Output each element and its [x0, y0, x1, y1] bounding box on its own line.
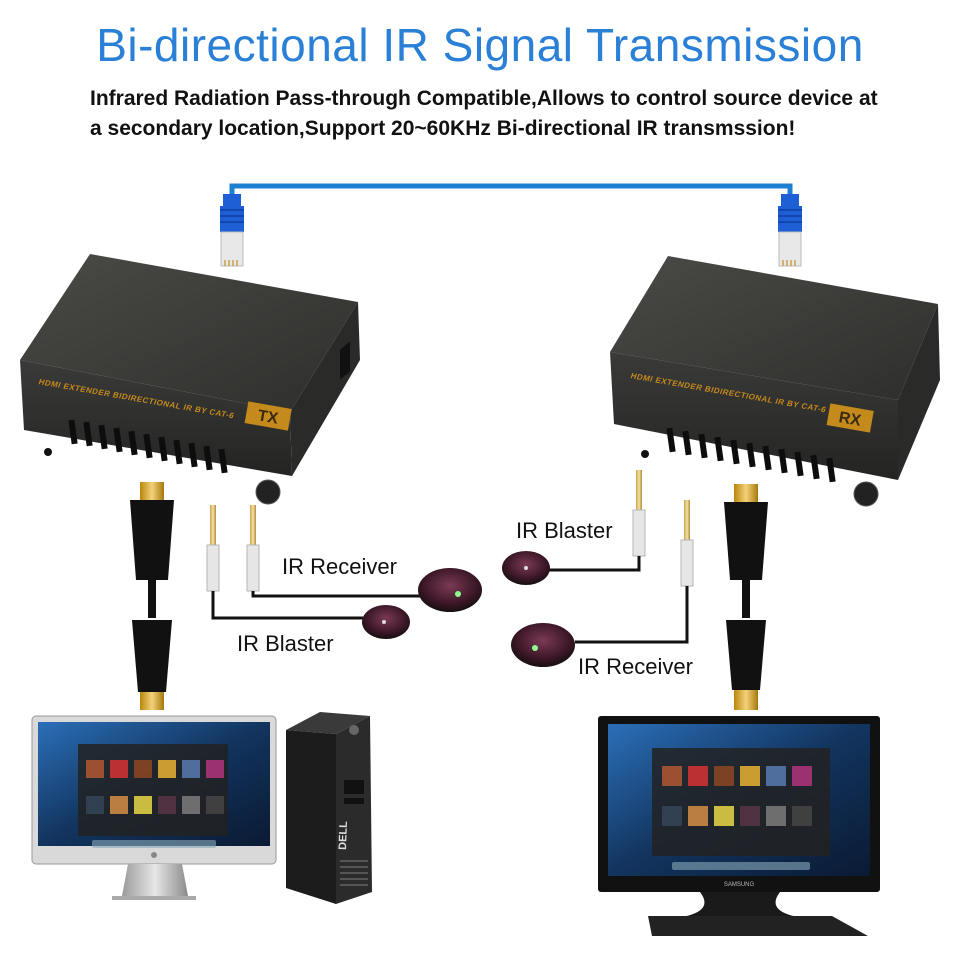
wire-right-blaster [545, 556, 641, 572]
rj45-connector-left [220, 194, 244, 267]
source-monitor [31, 715, 277, 900]
tx-unit: HDMI EXTENDER BIDIRECTIONAL IR BY CAT-6 … [20, 254, 360, 505]
page-subtitle: Infrared Radiation Pass-through Compatib… [90, 87, 878, 140]
tx-vents [68, 419, 228, 474]
tx-badge: TX [256, 407, 279, 427]
page-title: Bi-directional IR Signal Transmission [96, 19, 864, 71]
label-ir-blaster-left: IR Blaster [237, 631, 334, 656]
hdmi-cable-right [724, 484, 768, 710]
wire-right-receiver [575, 586, 689, 644]
label-ir-receiver-right: IR Receiver [578, 654, 693, 679]
rj45-connector-right [778, 194, 802, 267]
ir-receiver-eye-right [511, 623, 575, 667]
hdmi-cable-left [130, 482, 174, 710]
cat6-cable [229, 183, 793, 220]
display-monitor: SAMSUNG [598, 716, 880, 936]
rx-unit: HDMI EXTENDER BIDIRECTIONAL IR BY CAT-6 … [610, 256, 940, 507]
source-pc: DELL [286, 712, 372, 904]
label-ir-blaster-right: IR Blaster [516, 518, 613, 543]
jack-left-receiver [246, 505, 260, 592]
rx-badge: RX [837, 409, 862, 430]
jack-right-receiver [680, 500, 694, 587]
ir-receiver-eye-left [418, 568, 482, 612]
tv-brand: SAMSUNG [724, 882, 755, 888]
label-ir-receiver-left: IR Receiver [282, 554, 397, 579]
rx-vents [666, 427, 836, 483]
jack-right-blaster [632, 470, 646, 557]
wire-left-receiver [251, 591, 430, 598]
ir-blaster-eye-left [362, 605, 410, 639]
wire-left-blaster [211, 591, 372, 620]
pc-brand: DELL [337, 821, 350, 850]
ir-blaster-eye-right [502, 551, 550, 585]
jack-left-blaster [206, 505, 220, 592]
